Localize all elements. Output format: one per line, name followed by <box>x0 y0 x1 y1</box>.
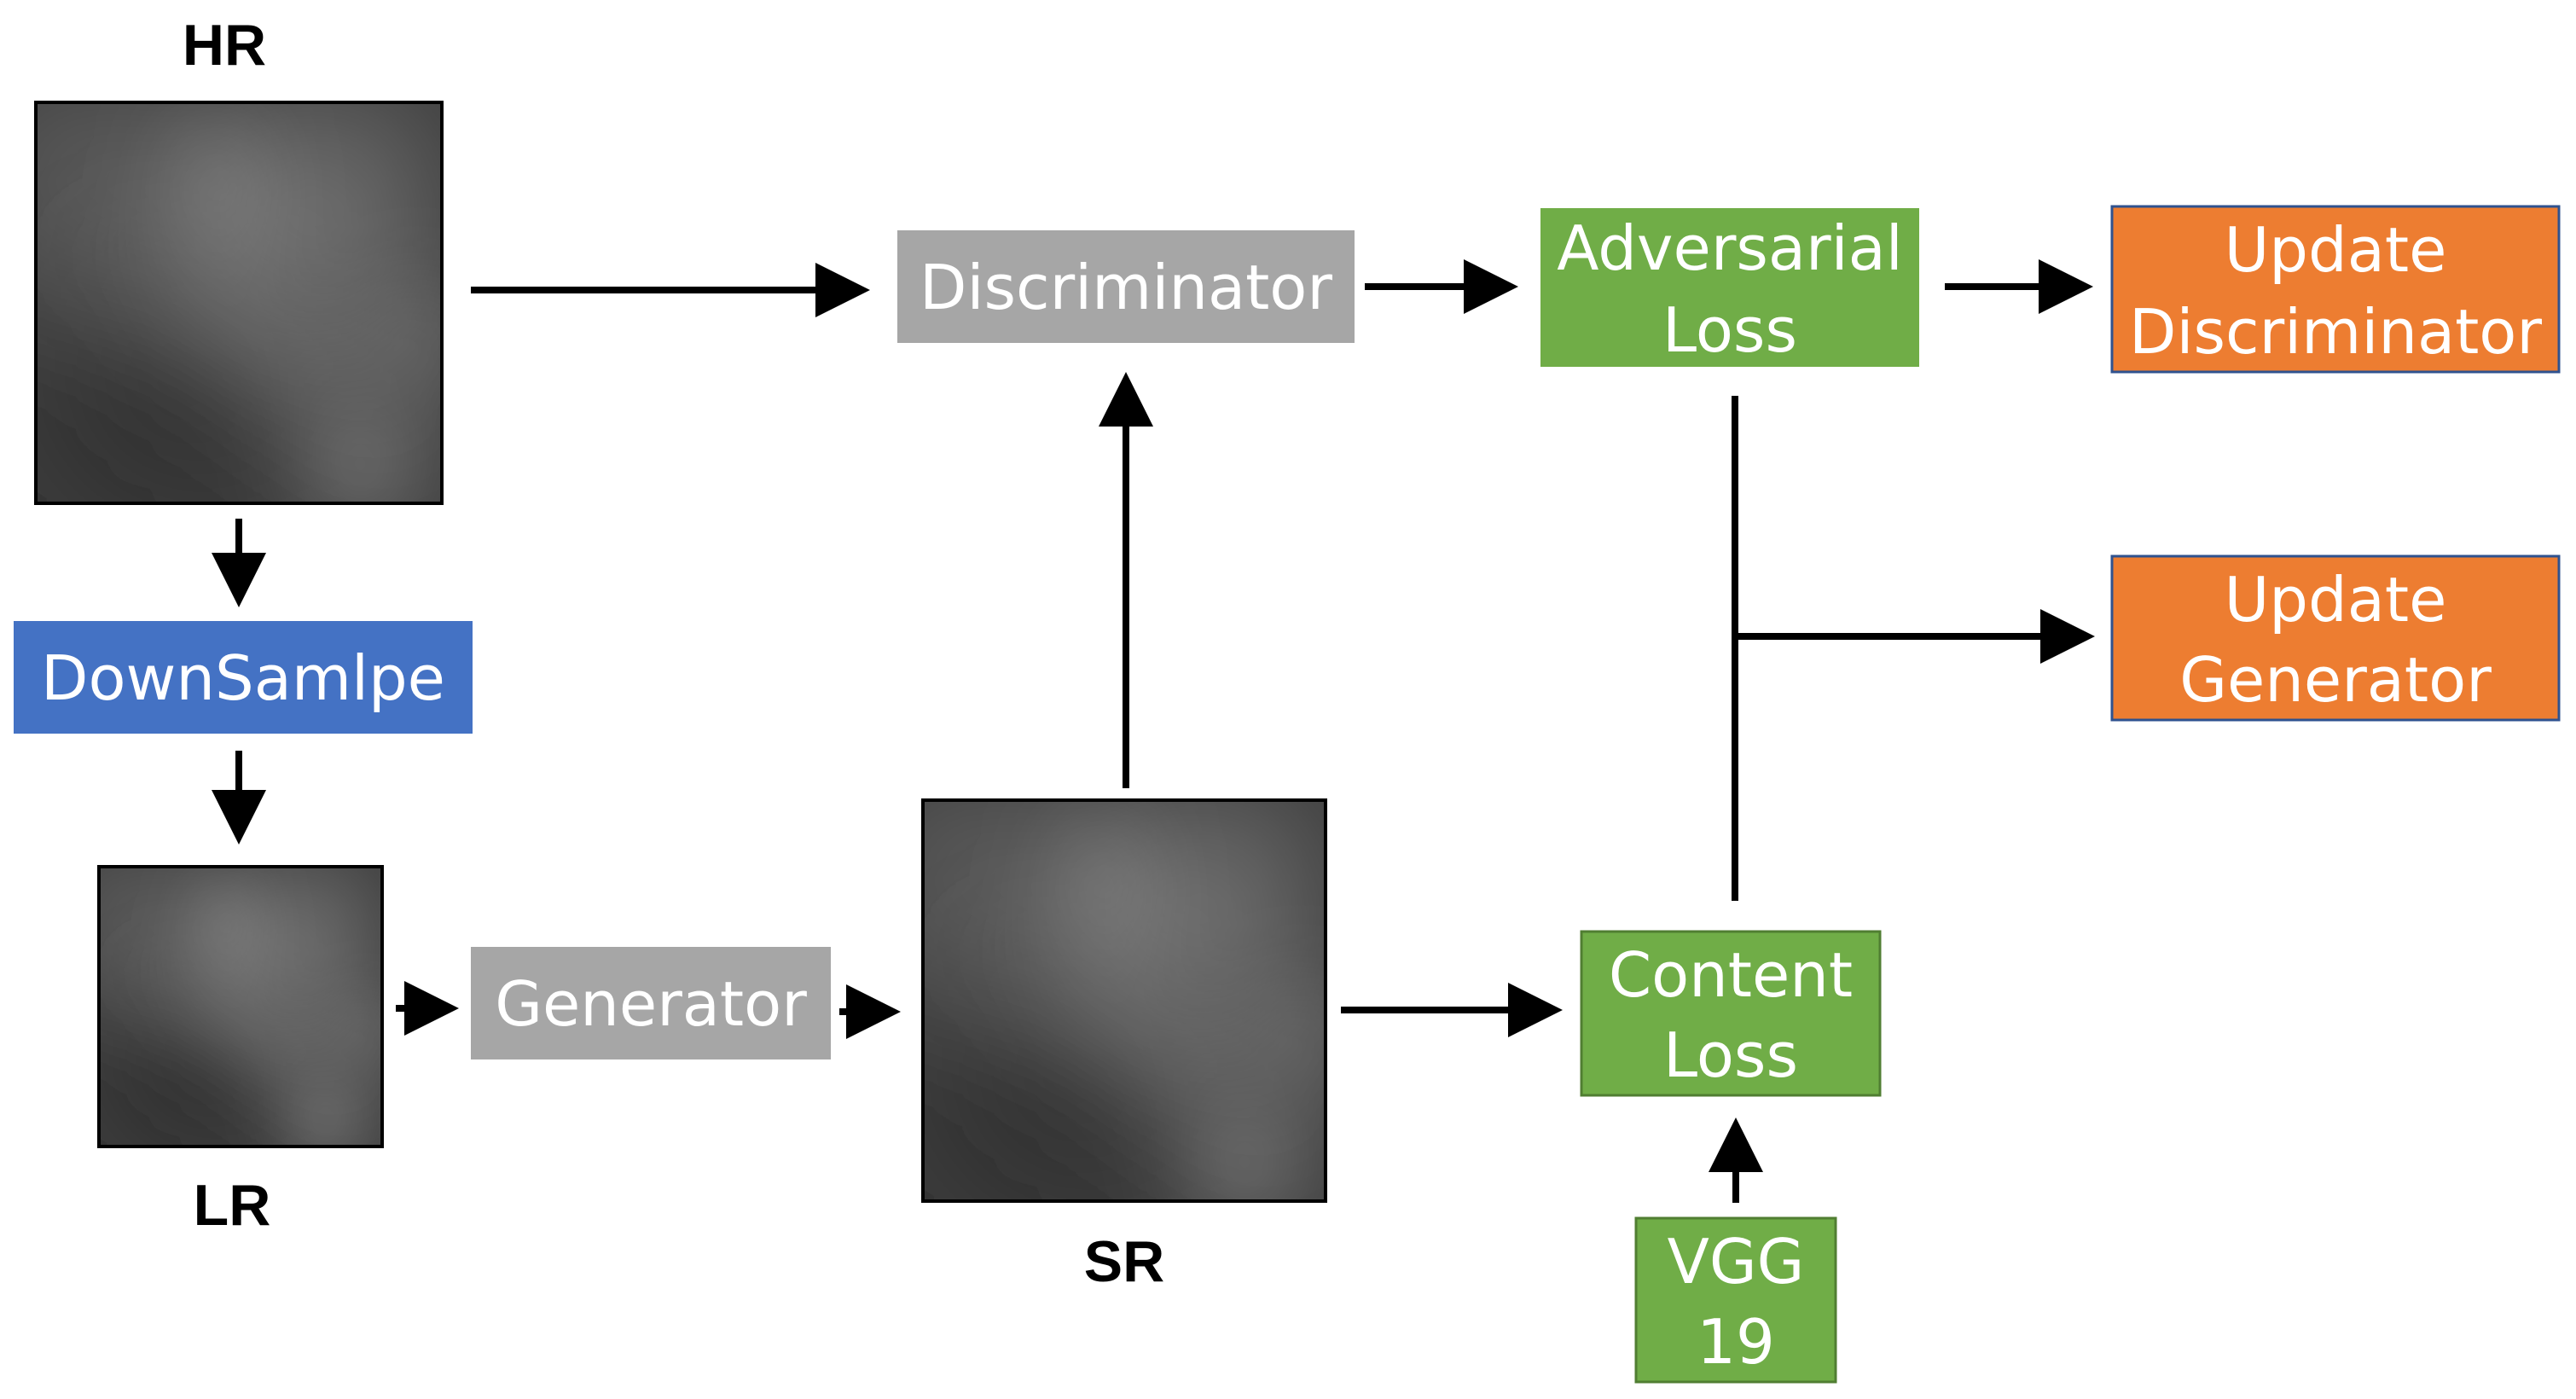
update-generator-rect <box>2110 554 2561 722</box>
sr-image <box>915 800 1326 1201</box>
sr-label: SR <box>1084 1229 1164 1294</box>
generator-rect <box>471 947 831 1059</box>
generator-label: Generator <box>495 968 807 1040</box>
discriminator-rect <box>897 230 1355 343</box>
content-loss-label-line1: Content <box>1609 939 1853 1011</box>
adversarial-loss-label-line2: Loss <box>1662 294 1797 366</box>
generator-box: Generator <box>471 947 831 1059</box>
downsample-box: DownSamlpe <box>14 621 473 734</box>
lr-image <box>93 867 382 1146</box>
adversarial-loss-label-line1: Adversarial <box>1557 212 1903 284</box>
discriminator-box: Discriminator <box>897 230 1355 343</box>
content-loss-box: Content Loss <box>1580 930 1882 1097</box>
update-generator-box: Update Generator <box>2110 554 2561 722</box>
downsample-rect <box>14 621 473 734</box>
vgg19-label-line2: 19 <box>1697 1306 1775 1378</box>
vgg19-rect <box>1634 1216 1837 1384</box>
arrows <box>212 259 2095 1203</box>
vgg19-box: VGG 19 <box>1634 1216 1837 1384</box>
discriminator-label: Discriminator <box>920 252 1332 323</box>
downsample-label: DownSamlpe <box>41 642 445 714</box>
update-generator-label-line2: Generator <box>2179 644 2492 716</box>
lr-label: LR <box>194 1173 271 1238</box>
update-discriminator-label-line2: Discriminator <box>2129 296 2542 368</box>
vgg19-label-line1: VGG <box>1668 1226 1805 1297</box>
content-loss-rect <box>1580 930 1882 1097</box>
update-discriminator-box: Update Discriminator <box>2110 205 2561 374</box>
update-generator-label-line1: Update <box>2225 564 2447 636</box>
content-loss-label-line2: Loss <box>1663 1019 1798 1091</box>
hr-label: HR <box>183 13 266 78</box>
update-discriminator-label-line1: Update <box>2225 214 2447 286</box>
update-discriminator-rect <box>2110 205 2561 374</box>
adversarial-loss-box: Adversarial Loss <box>1540 208 1919 367</box>
adversarial-loss-rect <box>1540 208 1919 367</box>
hr-image <box>27 102 442 503</box>
